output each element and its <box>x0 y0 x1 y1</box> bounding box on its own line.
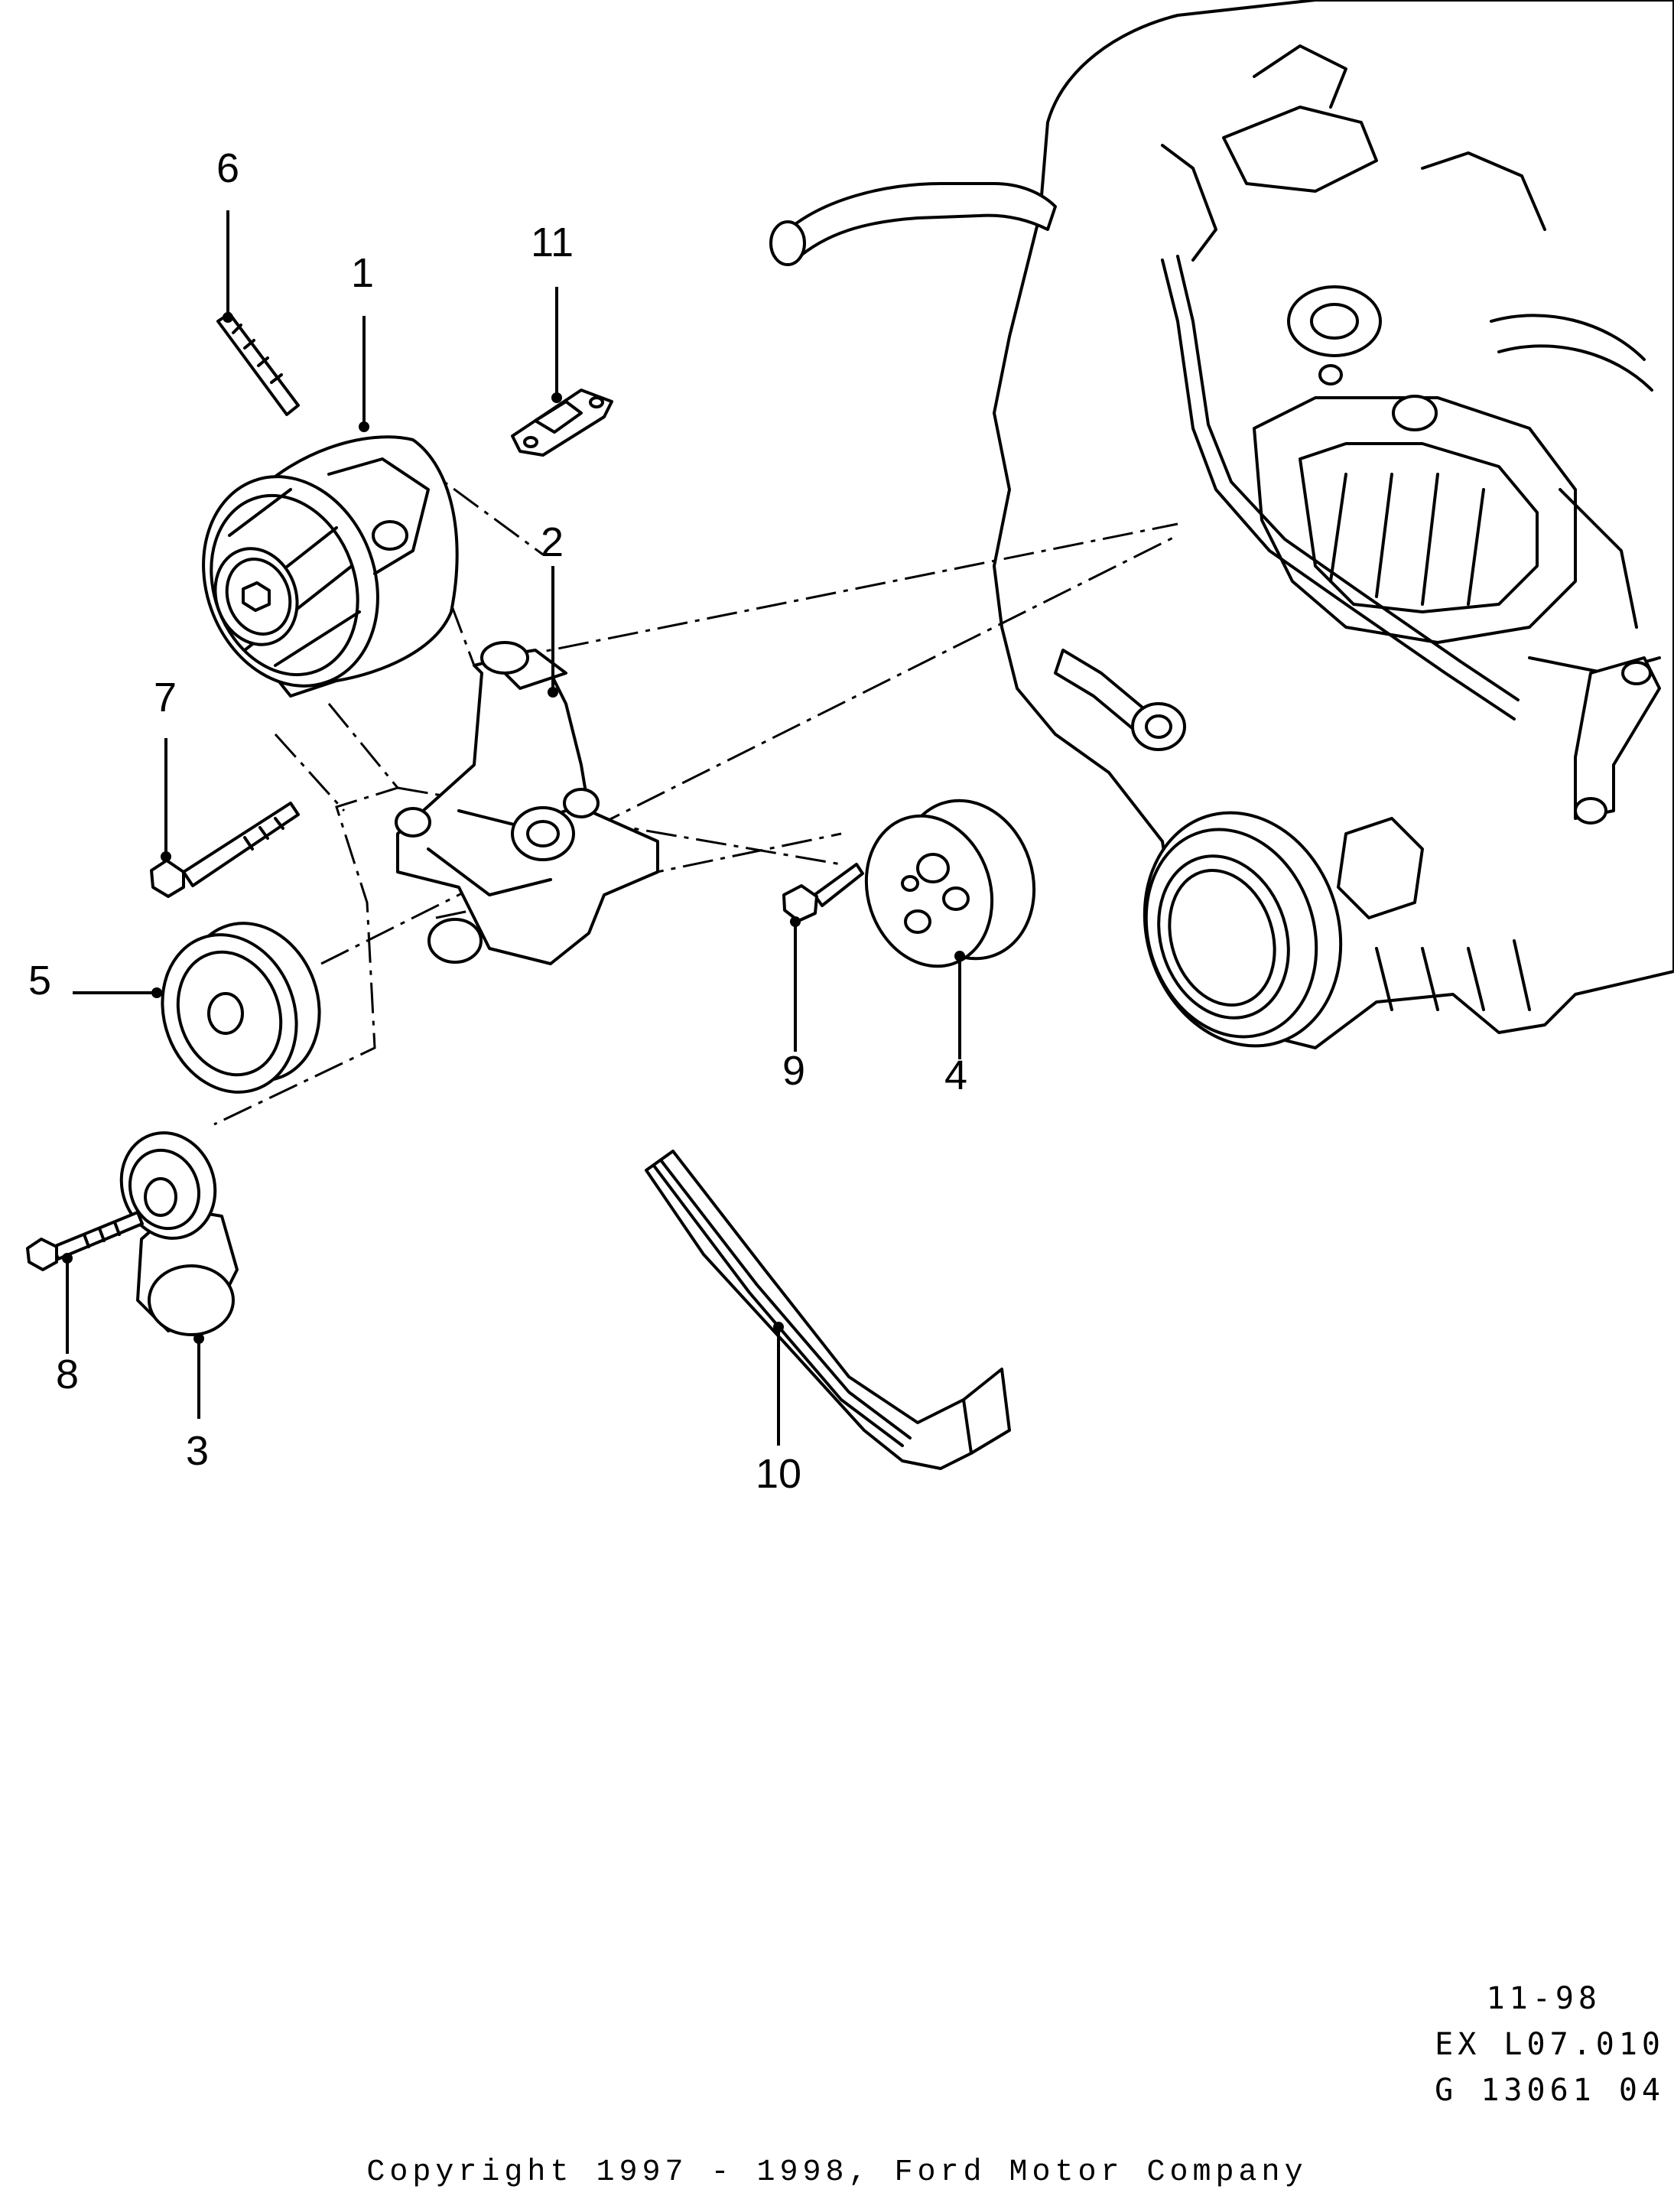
callout-numbers: 1 2 3 4 5 6 7 8 9 10 11 <box>28 145 967 1497</box>
part-8-bolt <box>26 1211 144 1271</box>
copyright-notice: Copyright 1997 - 1998, Ford Motor Compan… <box>366 2155 1308 2190</box>
part-10-drive-belt <box>645 1150 1011 1470</box>
diagram-date: 11-98 <box>1486 1981 1601 2016</box>
diagram-reference: EX L07.010 <box>1435 2027 1665 2062</box>
part-5-idler-pulley <box>161 922 321 1094</box>
callout-3: 3 <box>186 1428 209 1474</box>
crankshaft-pulley <box>1143 811 1343 1048</box>
callout-6: 6 <box>216 145 239 191</box>
part-6-stud <box>216 312 300 416</box>
part-1-alternator <box>202 435 459 698</box>
part-9-bolt <box>782 863 864 922</box>
callout-8: 8 <box>56 1352 79 1397</box>
part-3-tensioner <box>119 1131 239 1336</box>
callout-7: 7 <box>154 675 177 721</box>
callout-2: 2 <box>541 519 564 565</box>
callout-11: 11 <box>531 220 574 265</box>
part-4-pump-pulley <box>864 799 1036 968</box>
callout-1: 1 <box>351 250 374 296</box>
callout-5: 5 <box>28 958 51 1004</box>
callout-10: 10 <box>756 1451 801 1497</box>
part-11-clip <box>511 389 613 457</box>
part-2-mounting-bracket <box>395 641 659 965</box>
engine-block <box>769 0 1674 1049</box>
callout-leaders <box>62 210 965 1446</box>
callout-4: 4 <box>944 1052 967 1098</box>
callout-9: 9 <box>782 1048 805 1094</box>
part-7-bolt <box>150 802 300 898</box>
diagram-code: G 13061 04 <box>1435 2073 1665 2108</box>
